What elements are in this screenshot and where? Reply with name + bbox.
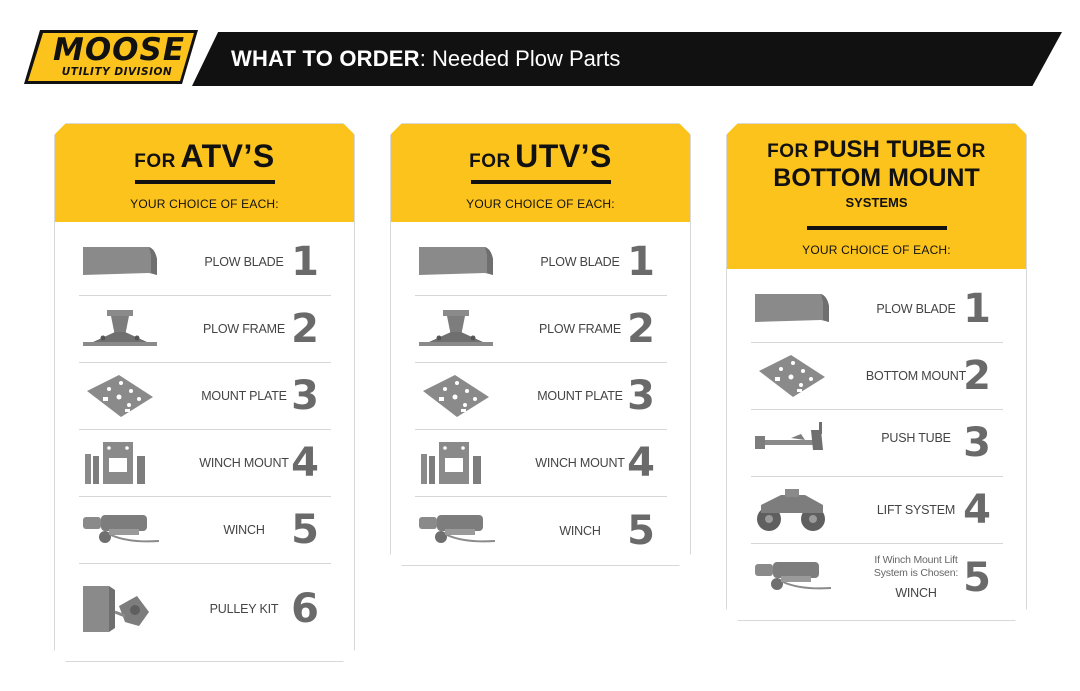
- winch-icon: [751, 550, 833, 604]
- part-number: 4: [963, 487, 991, 533]
- winch-mount-icon: [79, 436, 161, 490]
- part-label: PLOW BLADE: [876, 302, 956, 316]
- utv-choice-text: YOUR CHOICE OF EACH:: [466, 197, 615, 211]
- part-number: 2: [963, 353, 991, 399]
- plow-blade-icon: [79, 235, 161, 289]
- moose-utility-logo[interactable]: MOOSE UTILITY DIVISION: [22, 28, 200, 86]
- push-title-or: OR: [956, 141, 986, 162]
- push-card-title-line1: FOR PUSH TUBE OR: [727, 136, 1026, 164]
- atv-card-header: [55, 124, 354, 222]
- list-item: BOTTOM MOUNT 2: [751, 343, 1003, 410]
- winch-mount-icon: [415, 436, 497, 490]
- logo-division: UTILITY DIVISION: [61, 66, 173, 78]
- plow-blade-icon: [415, 235, 497, 289]
- list-item: MOUNT PLATE 3: [79, 363, 331, 430]
- part-number: 3: [627, 373, 655, 419]
- atv-card-title: FOR ATV’S: [55, 138, 354, 175]
- part-number: 4: [627, 440, 655, 486]
- list-item: PLOW FRAME 2: [415, 296, 667, 363]
- pulley-kit-icon: [79, 576, 161, 642]
- page-title: WHAT TO ORDER: Needed Plow Parts: [231, 44, 620, 74]
- atv-title-for: FOR: [134, 151, 176, 172]
- mount-plate-icon: [79, 369, 161, 423]
- part-number: 2: [627, 306, 655, 352]
- part-number: 1: [627, 239, 655, 285]
- part-number: 3: [291, 373, 319, 419]
- atv-card: FOR ATV’S YOUR CHOICE OF EACH: PLOW BLAD…: [54, 123, 355, 662]
- part-number: 5: [627, 507, 655, 554]
- push-card-title-line2: BOTTOM MOUNT: [773, 164, 980, 192]
- part-label-text: WINCH: [895, 586, 937, 600]
- part-label: LIFT SYSTEM: [876, 503, 956, 517]
- list-item: WINCH 5: [415, 497, 667, 564]
- utv-card: FOR UTV’S YOUR CHOICE OF EACH: PLOW BLAD…: [390, 123, 691, 566]
- list-item: PLOW BLADE 1: [751, 276, 1003, 343]
- page-title-rest: : Needed Plow Parts: [419, 46, 621, 71]
- part-note: If Winch Mount Lift System is Chosen:: [873, 554, 959, 579]
- list-item: WINCH MOUNT 4: [415, 430, 667, 497]
- header-bar: [192, 32, 1062, 86]
- list-item: MOUNT PLATE 3: [415, 363, 667, 430]
- part-number: 5: [963, 554, 991, 601]
- list-item: LIFT SYSTEM 4: [751, 477, 1003, 544]
- list-item: WINCH 5: [79, 497, 331, 564]
- part-label: PLOW FRAME: [202, 322, 286, 336]
- part-number: 1: [291, 239, 319, 285]
- part-label: PLOW BLADE: [540, 255, 620, 269]
- part-number: 2: [291, 306, 319, 352]
- plow-frame-icon: [415, 302, 497, 356]
- utv-title-main: UTV’S: [515, 138, 612, 174]
- part-number: 3: [963, 420, 991, 466]
- push-card-title-systems: SYSTEMS: [845, 195, 908, 210]
- push-card-header: [727, 124, 1026, 269]
- part-label: PLOW BLADE: [204, 255, 284, 269]
- atv-choice-text: YOUR CHOICE OF EACH:: [130, 197, 279, 211]
- push-choice-text: YOUR CHOICE OF EACH:: [802, 243, 951, 257]
- list-item: PULLEY KIT 6: [79, 564, 331, 654]
- part-label: PUSH TUBE: [881, 431, 951, 445]
- list-item: If Winch Mount Lift System is Chosen: WI…: [751, 544, 1003, 611]
- part-number: 1: [963, 286, 991, 332]
- page-title-bold: WHAT TO ORDER: [231, 46, 420, 71]
- part-label: WINCH: [559, 523, 601, 538]
- list-item: PUSH TUBE 3: [751, 410, 1003, 477]
- part-label: MOUNT PLATE: [201, 389, 287, 403]
- part-number: 6: [291, 586, 319, 632]
- utv-title-rule: [471, 180, 611, 184]
- push-title-for: FOR: [767, 141, 809, 162]
- utv-card-header: [391, 124, 690, 222]
- list-item: PLOW FRAME 2: [79, 296, 331, 363]
- part-label: BOTTOM MOUNT: [865, 369, 967, 383]
- list-item: PLOW BLADE 1: [79, 229, 331, 296]
- push-title-line1: PUSH TUBE: [813, 136, 952, 163]
- part-label: If Winch Mount Lift System is Chosen: WI…: [846, 544, 986, 611]
- atv-title-main: ATV’S: [180, 138, 275, 174]
- part-label: WINCH MOUNT: [535, 456, 625, 470]
- push-tube-icon: [751, 416, 833, 470]
- part-label: MOUNT PLATE: [537, 389, 623, 403]
- part-number: 4: [291, 440, 319, 486]
- atv-title-rule: [135, 180, 275, 184]
- list-item: WINCH MOUNT 4: [79, 430, 331, 497]
- part-label: WINCH: [223, 523, 265, 537]
- mount-plate-icon: [415, 369, 497, 423]
- plow-frame-icon: [79, 302, 161, 356]
- bottom-mount-icon: [751, 349, 833, 403]
- part-label: PLOW FRAME: [538, 322, 622, 336]
- push-title-rule: [807, 226, 947, 230]
- winch-icon: [415, 503, 497, 557]
- lift-system-icon: [751, 483, 833, 537]
- winch-icon: [79, 503, 161, 557]
- plow-blade-icon: [751, 282, 833, 336]
- part-label: PULLEY KIT: [209, 602, 279, 616]
- utv-title-for: FOR: [469, 151, 511, 172]
- part-label: WINCH MOUNT: [199, 456, 289, 470]
- logo-wordmark: MOOSE: [52, 32, 186, 68]
- utv-card-title: FOR UTV’S: [391, 138, 690, 175]
- part-number: 5: [291, 507, 319, 553]
- list-item: PLOW BLADE 1: [415, 229, 667, 296]
- push-tube-card: FOR PUSH TUBE OR BOTTOM MOUNT SYSTEMS YO…: [726, 123, 1027, 621]
